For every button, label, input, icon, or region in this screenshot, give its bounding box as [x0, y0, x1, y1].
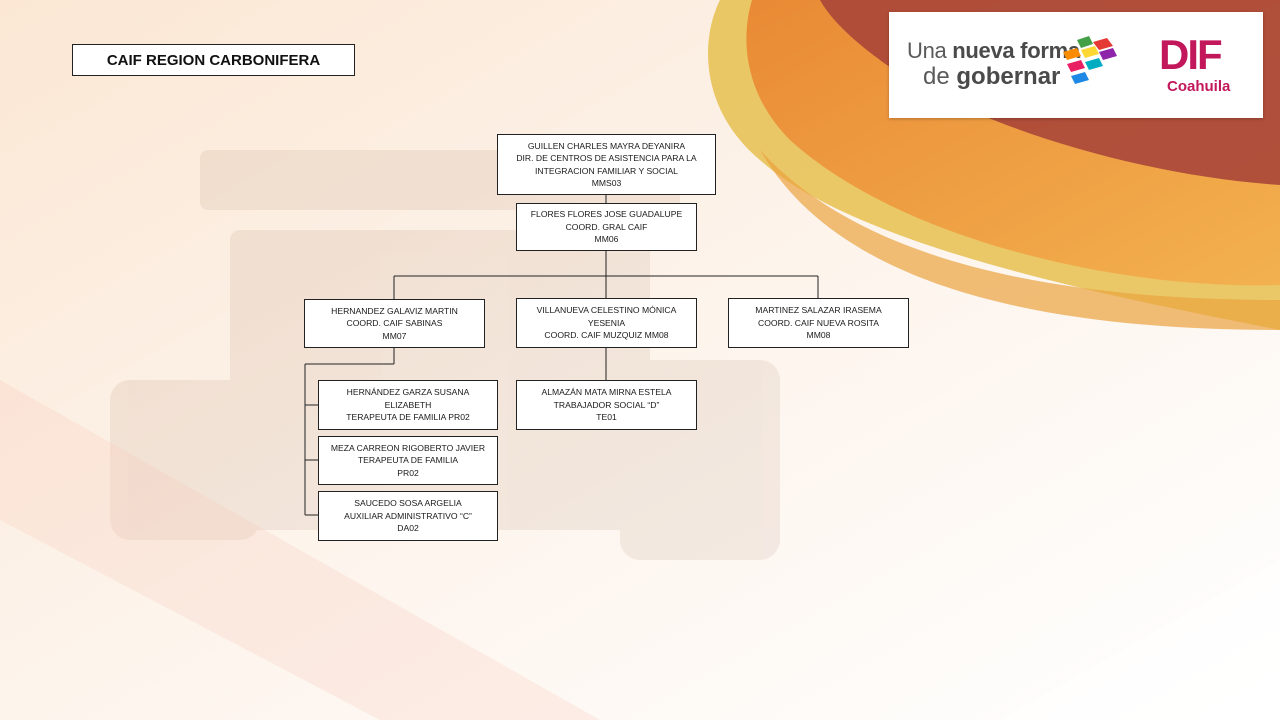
- node-role: TERAPEUTA DE FAMILIA: [357, 455, 459, 466]
- node-role: COORD. CAIF MUZQUIZ MM08: [544, 330, 669, 341]
- node-name: MARTINEZ SALAZAR IRASEMA: [755, 305, 882, 316]
- node-code: MMS03: [591, 178, 622, 188]
- node-name: HERNANDEZ GALAVIZ MARTIN: [331, 305, 458, 316]
- colorful-tiles-icon: [1063, 36, 1117, 84]
- node-code: DA02: [397, 523, 419, 534]
- node-code: TE01: [596, 412, 617, 423]
- org-node-terapeuta-2: MEZA CARREON RIGOBERTO JAVIER TERAPEUTA …: [318, 436, 498, 485]
- slogan-bold: gobernar: [956, 63, 1061, 90]
- dif-sub: Coahuila: [1167, 78, 1231, 95]
- node-role: AUXILIAR ADMINISTRATIVO “C”: [344, 510, 472, 521]
- node-role: TRABAJADOR SOCIAL “D”: [553, 399, 660, 410]
- node-name: VILLANUEVA CELESTINO MÓNICA YESENIA: [536, 305, 677, 328]
- page-title: CAIF REGION CARBONIFERA: [72, 44, 355, 76]
- node-role: TERAPEUTA DE FAMILIA PR02: [346, 412, 470, 423]
- node-role: COORD. GRAL CAIF: [565, 221, 648, 232]
- org-node-coord-rosita: MARTINEZ SALAZAR IRASEMA COORD. CAIF NUE…: [728, 298, 909, 348]
- node-code: PR02: [397, 467, 419, 478]
- node-role: COORD. CAIF SABINAS: [346, 318, 443, 329]
- slogan-bold: nueva forma: [952, 38, 1080, 63]
- org-node-director: GUILLEN CHARLES MAYRA DEYANIRA DIR. DE C…: [497, 134, 716, 195]
- node-name: GUILLEN CHARLES MAYRA DEYANIRA: [527, 140, 686, 151]
- node-code: MM07: [382, 330, 407, 341]
- org-node-terapeuta-1: HERNÁNDEZ GARZA SUSANA ELIZABETH TERAPEU…: [318, 380, 498, 430]
- org-node-coord-muzquiz: VILLANUEVA CELESTINO MÓNICA YESENIA COOR…: [516, 298, 697, 348]
- node-code: MM06: [594, 234, 619, 245]
- org-node-trabajador-social: ALMAZÁN MATA MIRNA ESTELA TRABAJADOR SOC…: [516, 380, 697, 430]
- node-name: ALMAZÁN MATA MIRNA ESTELA: [541, 387, 672, 398]
- org-node-auxiliar: SAUCEDO SOSA ARGELIA AUXILIAR ADMINISTRA…: [318, 491, 498, 541]
- node-name: SAUCEDO SOSA ARGELIA: [354, 498, 462, 509]
- node-role: COORD. CAIF NUEVA ROSITA: [758, 317, 879, 328]
- dif-mark: DIF: [1159, 31, 1223, 78]
- slogan-word: de: [923, 63, 957, 90]
- node-code: MM08: [806, 330, 831, 341]
- node-name: MEZA CARREON RIGOBERTO JAVIER: [330, 442, 486, 453]
- node-role: DIR. DE CENTROS DE ASISTENCIA PARA LA IN…: [516, 153, 697, 176]
- node-name: FLORES FLORES JOSE GUADALUPE: [530, 209, 683, 220]
- slogan: Una nueva forma de gobernar: [907, 38, 1080, 90]
- org-node-coord-sabinas: HERNANDEZ GALAVIZ MARTIN COORD. CAIF SAB…: [304, 299, 485, 348]
- government-logo: Una nueva forma de gobernar DIF Coahuila: [889, 12, 1263, 118]
- org-node-coord-gral: FLORES FLORES JOSE GUADALUPE COORD. GRAL…: [516, 203, 697, 251]
- slogan-word: Una: [907, 38, 953, 63]
- dif-coahuila-logo: DIF Coahuila: [1159, 32, 1249, 102]
- node-name: HERNÁNDEZ GARZA SUSANA ELIZABETH: [346, 387, 470, 410]
